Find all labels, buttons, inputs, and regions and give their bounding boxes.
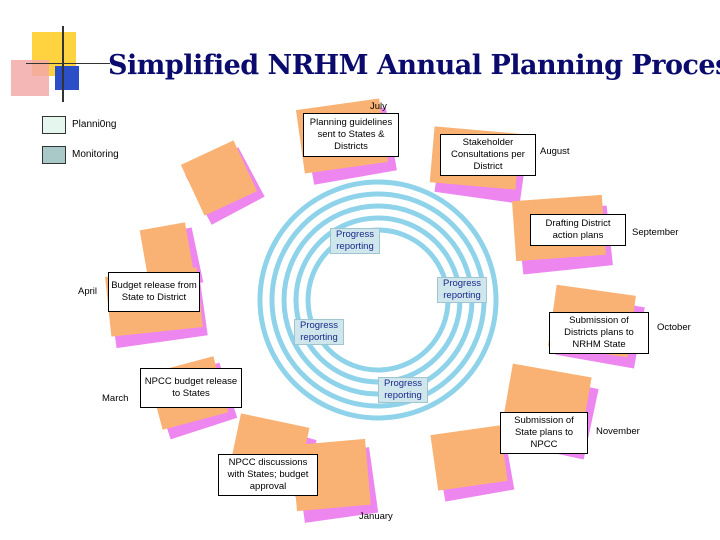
orange-card-se — [430, 425, 508, 491]
legend-label-monitoring: Monitoring — [72, 149, 119, 160]
month-label-october: October — [657, 322, 691, 333]
progress-reporting-box-3: Progress reporting — [294, 319, 344, 345]
step-box-planning-guidelines: Planning guidelines sent to States & Dis… — [303, 113, 399, 157]
progress-reporting-box-4: Progress reporting — [378, 377, 428, 403]
ring-1 — [257, 179, 499, 421]
orange-card-nw — [180, 140, 258, 216]
legend-swatch-planning — [42, 116, 66, 134]
legend-label-planning: Planni0ng — [72, 119, 117, 130]
month-label-april: April — [78, 286, 98, 297]
month-label-november: November — [596, 426, 640, 437]
step-box-npcc-budget-release: NPCC budget release to States — [140, 368, 242, 408]
step-box-drafting-district-plans: Drafting District action plans — [530, 214, 626, 246]
progress-reporting-box-1: Progress reporting — [330, 228, 380, 254]
page-title: Simplified NRHM Annual Planning Process — [108, 50, 720, 81]
decor-blue-square — [55, 66, 79, 90]
month-label-march: March — [102, 393, 129, 404]
month-label-august: August — [540, 146, 570, 157]
step-box-stakeholder-consultations: Stakeholder Consultations per District — [440, 134, 536, 176]
decor-red-square — [11, 60, 49, 96]
step-box-npcc-discussions: NPCC discussions with States; budget app… — [218, 454, 318, 496]
step-box-budget-release-district: Budget release from State to District — [108, 272, 200, 312]
month-label-july: July — [370, 101, 387, 112]
orange-card-w — [139, 222, 195, 284]
legend-swatch-monitoring — [42, 146, 66, 164]
step-box-submission-district-plans: Submission of Districts plans to NRHM St… — [549, 312, 649, 354]
decor-vertical-line — [62, 26, 64, 102]
month-label-january: January — [359, 511, 393, 522]
progress-reporting-box-2: Progress reporting — [437, 277, 487, 303]
step-box-submission-state-plans: Submission of State plans to NPCC — [500, 412, 588, 454]
decor-horizontal-line — [26, 63, 110, 64]
month-label-september: September — [632, 227, 679, 238]
